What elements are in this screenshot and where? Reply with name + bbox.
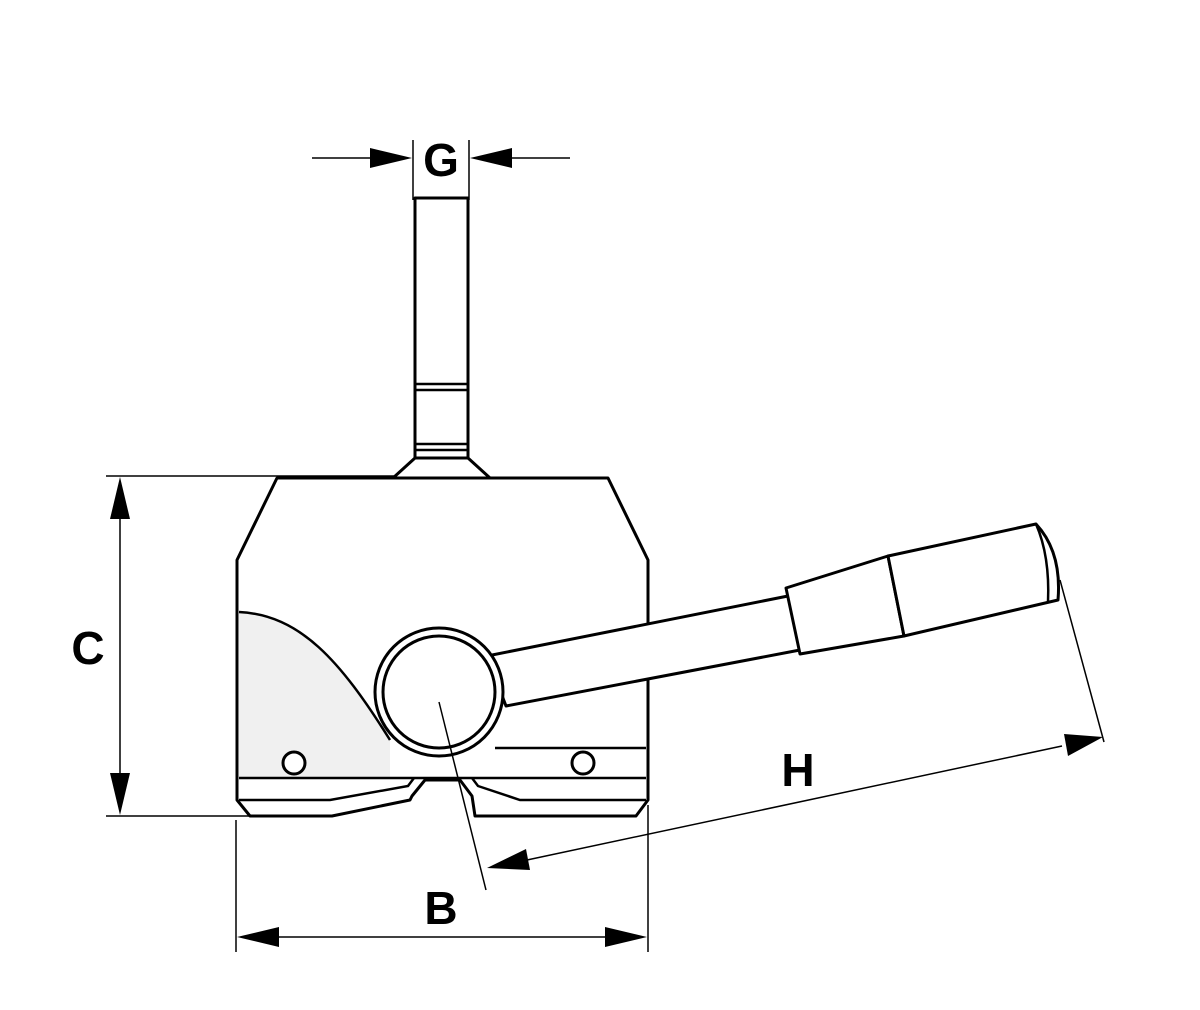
lever-handle xyxy=(485,522,1060,708)
lever-grip xyxy=(886,522,1060,638)
h-arrow-start xyxy=(487,849,530,870)
lever-grip-end xyxy=(1034,523,1050,603)
c-arrow-top xyxy=(110,477,130,519)
g-arrow-left xyxy=(370,148,412,168)
rotary-hub xyxy=(373,626,505,758)
hub-inner-disc xyxy=(381,634,497,750)
lever-grip-joint xyxy=(886,555,906,637)
dimension-b: B xyxy=(235,805,649,952)
h-extension-handle xyxy=(1059,579,1105,743)
dimension-h: H xyxy=(438,579,1105,891)
mounting-hole-right xyxy=(570,750,596,776)
body-recess-curve xyxy=(238,610,392,741)
vertical-shaft xyxy=(391,196,492,480)
dimension-label-h: H xyxy=(781,744,814,796)
dimension-label-b: B xyxy=(424,882,457,934)
b-arrow-right xyxy=(605,927,647,947)
c-arrow-bottom xyxy=(110,773,130,815)
dimension-g: G xyxy=(312,134,570,200)
dimension-label-g: G xyxy=(423,134,459,186)
shaft-collar xyxy=(391,456,492,480)
pole-shoe-left xyxy=(239,777,415,802)
g-arrow-right xyxy=(470,148,512,168)
dimension-c: C xyxy=(71,475,395,817)
pole-shoe-right xyxy=(471,777,646,802)
dimension-label-c: C xyxy=(71,622,104,674)
body-recess-shade xyxy=(239,612,390,778)
h-arrow-end xyxy=(1064,734,1103,756)
b-arrow-left xyxy=(237,927,279,947)
shaft-body xyxy=(413,196,470,462)
lever-grip-sleeve xyxy=(784,554,906,656)
h-extension-hub xyxy=(438,701,487,891)
h-dimension-line xyxy=(526,745,1063,861)
mounting-hole-left xyxy=(281,750,307,776)
